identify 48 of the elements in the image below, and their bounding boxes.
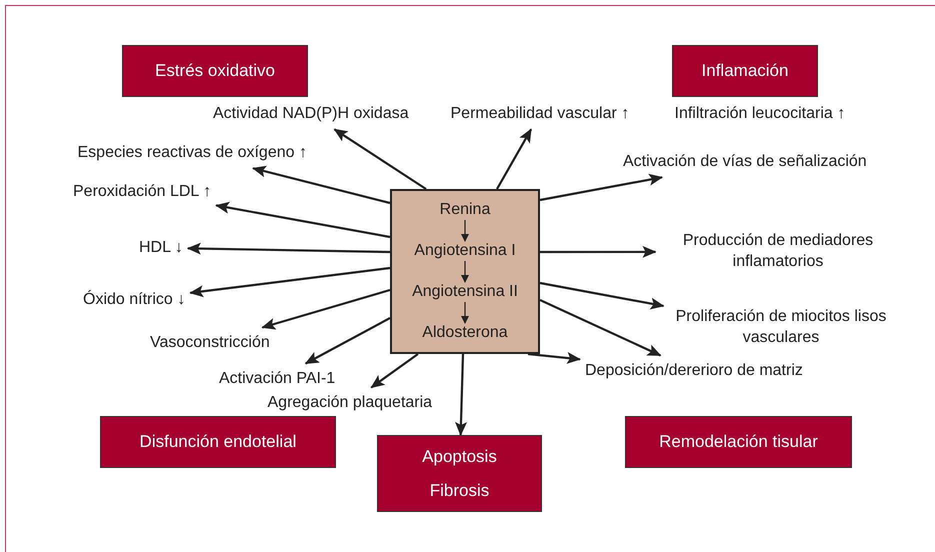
effect-label: Actividad NAD(P)H oxidasa xyxy=(213,104,409,124)
arrow xyxy=(461,261,469,283)
effect-label: Deposición/dererioro de matriz xyxy=(585,360,803,382)
arrow xyxy=(496,128,532,190)
effect-label: Agregación plaquetaria xyxy=(268,392,432,414)
arrow xyxy=(261,288,390,330)
category-box xyxy=(625,416,852,468)
effect-label: Activación PAI-1 xyxy=(219,368,336,390)
arrow xyxy=(528,352,581,364)
arrow xyxy=(186,242,390,255)
arrow xyxy=(461,220,469,242)
hormone-label: Angiotensina I xyxy=(414,242,516,260)
effect-label: Infiltración leucocitaria ↑ xyxy=(674,104,846,124)
arrow xyxy=(370,353,419,388)
box-label: Disfunción endotelial xyxy=(140,432,296,452)
effect-label: Proliferación de miocitos lisos vasculares xyxy=(668,307,894,349)
effect-label: Peroxidación LDL ↑ xyxy=(73,182,212,202)
renin-angiotensin-box xyxy=(390,189,540,354)
arrow xyxy=(252,166,390,204)
box-label: Estrés oxidativo xyxy=(155,61,275,81)
hormone-label: Renina xyxy=(440,201,490,219)
box-label: Apoptosis xyxy=(422,446,497,466)
effect-label: Permeabilidad vascular ↑ xyxy=(450,104,630,124)
category-box xyxy=(122,45,308,97)
arrow xyxy=(461,302,469,324)
arrow xyxy=(189,266,390,298)
effect-label: Activación de vías de señalización xyxy=(623,152,867,172)
arrow xyxy=(215,202,390,238)
arrow xyxy=(304,317,391,364)
category-box xyxy=(377,435,542,512)
effect-label: Vasoconstricción xyxy=(150,332,270,354)
box-label: Fibrosis xyxy=(430,480,490,500)
effect-label: Óxido nítrico ↓ xyxy=(83,290,186,310)
effect-label: Producción de mediadores inflamatorios xyxy=(660,231,896,273)
hormone-label: Angiotensina II xyxy=(412,283,518,301)
arrow xyxy=(540,299,662,356)
category-box xyxy=(100,416,336,468)
arrow xyxy=(540,174,664,202)
box-label: Inflamación xyxy=(702,61,788,81)
arrow xyxy=(540,282,664,310)
arrow xyxy=(540,246,656,258)
box-label: Remodelación tisular xyxy=(659,432,818,452)
category-box xyxy=(672,45,818,97)
arrow xyxy=(455,354,467,436)
hormone-label: Aldosterona xyxy=(422,324,508,342)
arrow xyxy=(334,128,427,190)
effect-label: Especies reactivas de oxígeno ↑ xyxy=(78,142,307,164)
effect-label: HDL ↓ xyxy=(139,238,183,258)
